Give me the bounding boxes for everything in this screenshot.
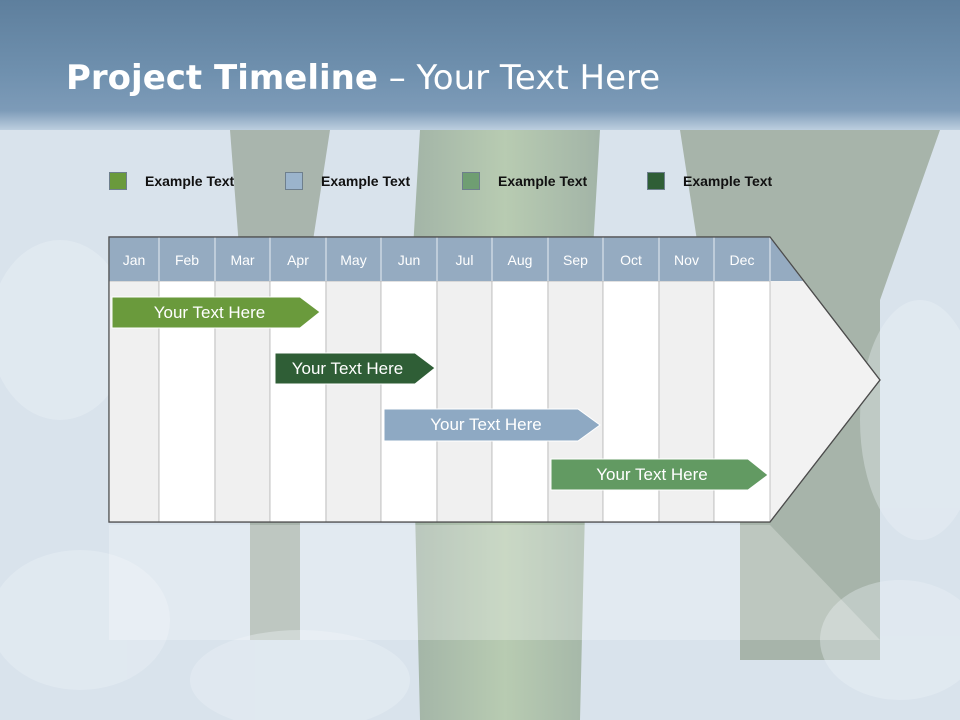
month-strip <box>109 237 803 281</box>
month-label: Sep <box>563 252 588 268</box>
task-arrow <box>383 408 601 442</box>
month-label: Mar <box>230 252 254 268</box>
legend-swatch <box>647 172 665 190</box>
title-bold: Project Timeline <box>66 58 378 98</box>
task-arrow <box>550 458 769 491</box>
legend-swatch <box>285 172 303 190</box>
task-arrow <box>111 296 321 329</box>
legend-label: Example Text <box>145 173 235 189</box>
legend-label: Example Text <box>683 173 773 189</box>
task-label: Your Text Here <box>596 465 708 484</box>
legend-swatch <box>109 172 127 190</box>
month-label: Aug <box>508 252 533 268</box>
legend-label: Example Text <box>498 173 588 189</box>
legend-swatch <box>462 172 480 190</box>
month-label: Jan <box>123 252 146 268</box>
month-label: Jul <box>456 252 474 268</box>
month-label: Jun <box>398 252 421 268</box>
month-column <box>325 280 382 523</box>
slide-header <box>0 0 960 130</box>
month-label: Apr <box>287 252 309 268</box>
month-label: Feb <box>175 252 199 268</box>
month-label: May <box>340 252 366 268</box>
month-column <box>380 280 438 523</box>
task-label: Your Text Here <box>153 303 266 322</box>
task-label: Your Text Here <box>430 415 542 434</box>
month-column <box>436 280 493 523</box>
legend-item: Example Text <box>462 170 587 192</box>
legend-item: Example Text <box>109 170 234 192</box>
month-column <box>491 280 549 523</box>
task-arrow <box>274 352 436 385</box>
task-label: Your Text Here <box>291 359 404 378</box>
legend-label: Example Text <box>321 173 411 189</box>
legend-item: Example Text <box>647 170 772 192</box>
title-rest: – Your Text Here <box>377 58 661 98</box>
legend-item: Example Text <box>285 170 410 192</box>
month-label: Nov <box>674 252 699 268</box>
month-label: Dec <box>730 252 755 268</box>
slide-title: Project Timeline – Your Text Here <box>66 58 660 98</box>
month-label: Oct <box>620 252 642 268</box>
